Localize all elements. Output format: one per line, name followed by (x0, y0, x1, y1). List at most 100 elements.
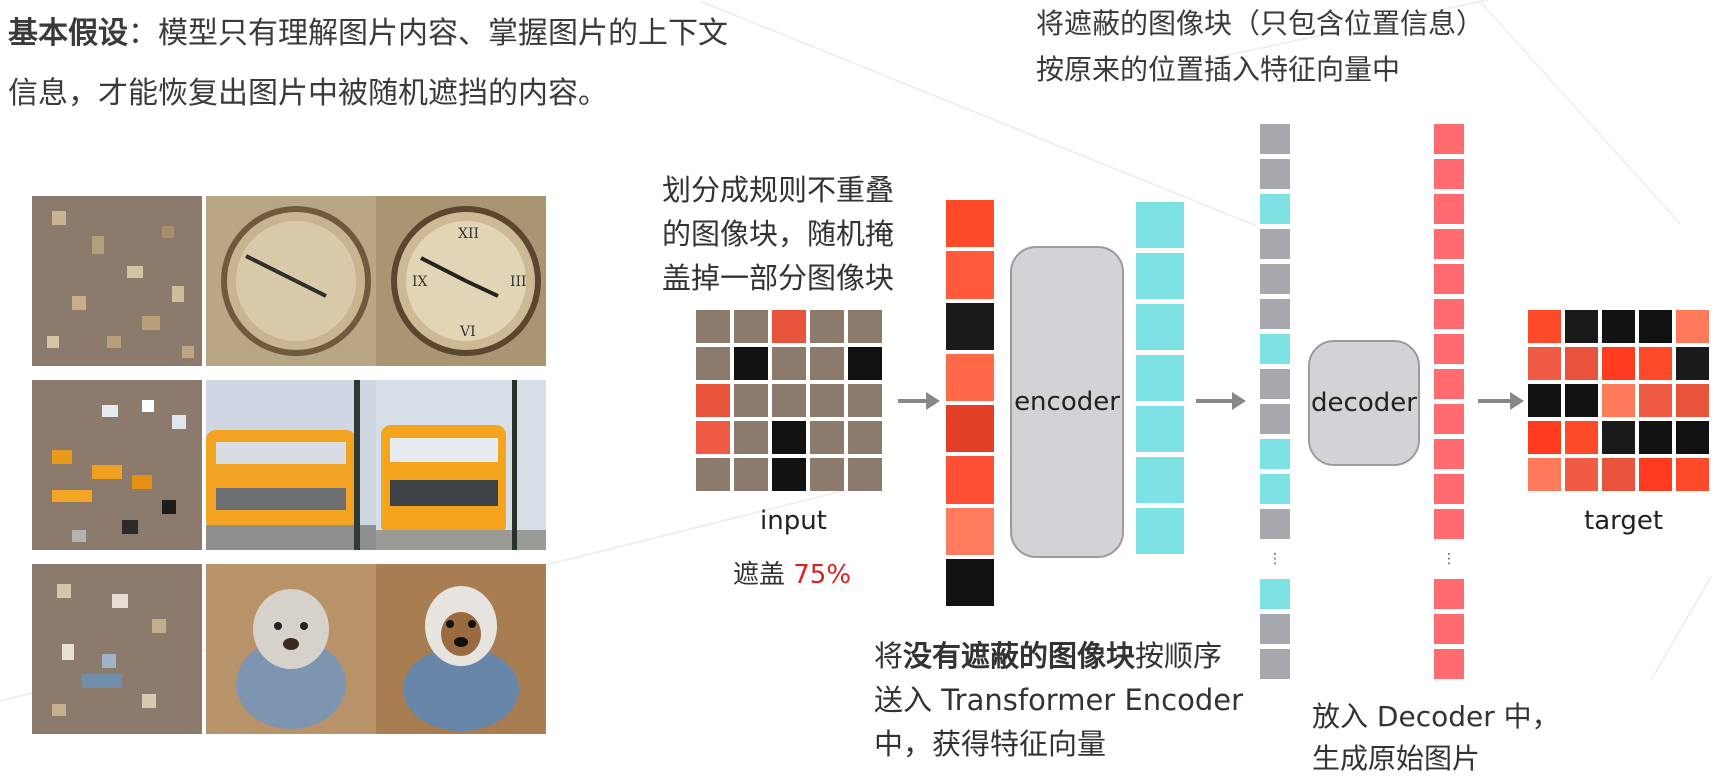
svg-text:VI: VI (459, 324, 476, 340)
mask-token (1260, 369, 1290, 399)
mask-ratio-label: 遮盖 75% (733, 554, 851, 591)
mask-token (1260, 124, 1290, 154)
split-note: 划分成规则不重叠 的图像块，随机掩 盖掉一部分图像块 (662, 168, 894, 300)
full-token-column: ⋮ (1260, 124, 1290, 684)
decoder-output-column: ⋮ (1434, 124, 1464, 684)
feature-token (1136, 457, 1184, 503)
encoded-token (1260, 579, 1290, 609)
target-patch (1528, 347, 1561, 380)
visible-patch (848, 347, 882, 380)
reconstructed-dog-drawing (236, 589, 346, 729)
visible-patch-strip (946, 200, 994, 606)
encoder-note-line-3: 中，获得特征向量 (874, 727, 1107, 761)
target-patch (1602, 458, 1635, 491)
visible-patch (772, 310, 806, 343)
visible-patch-tile (946, 456, 994, 504)
svg-text:IX: IX (412, 274, 428, 290)
target-patch-grid (1528, 310, 1709, 491)
decoded-token (1434, 229, 1464, 259)
arrow-to-target (1478, 392, 1524, 410)
target-patch (1528, 384, 1561, 417)
decoded-token (1434, 299, 1464, 329)
encoder-note-bold: 没有遮蔽的图像块 (903, 639, 1136, 673)
target-patch (1565, 384, 1598, 417)
visible-patch-tile (946, 405, 994, 453)
encoder-block: encoder (1010, 246, 1124, 558)
masked-patch (696, 310, 730, 343)
target-label: target (1584, 506, 1664, 536)
decoder-block: decoder (1308, 340, 1420, 466)
original-clock-drawing: XII III VI IX (391, 206, 541, 356)
masked-clock-image (32, 196, 202, 366)
split-note-line-2: 的图像块，随机掩 (662, 217, 895, 251)
masked-dog-image (32, 564, 202, 734)
decoded-token (1434, 194, 1464, 224)
decoder-note-line-2: 生成原始图片 (1312, 742, 1481, 775)
split-note-line-1: 划分成规则不重叠 (662, 173, 895, 207)
insert-note-line-1: 将遮蔽的图像块（只包含位置信息） (1036, 7, 1485, 40)
mask-ratio-prefix: 遮盖 (733, 560, 794, 590)
masked-patch (734, 384, 768, 417)
masked-dog-patches (52, 584, 166, 716)
feature-token (1136, 202, 1184, 248)
visible-patch-tile (946, 200, 994, 248)
feature-token (1136, 406, 1184, 452)
visible-patch-tile (946, 302, 994, 350)
masked-patch (810, 384, 844, 417)
original-dog-image (376, 564, 546, 734)
masked-patch (810, 310, 844, 343)
target-patch (1639, 384, 1672, 417)
masked-patch (810, 347, 844, 380)
visible-patch-tile (946, 507, 994, 555)
input-label: input (760, 506, 827, 536)
target-patch (1528, 421, 1561, 454)
arrow-to-patches (898, 392, 940, 410)
reconstructed-bus-image (206, 380, 376, 550)
visible-patch (772, 458, 806, 491)
masked-patch (848, 421, 882, 454)
target-patch (1602, 421, 1635, 454)
target-patch (1565, 347, 1598, 380)
mask-token (1260, 509, 1290, 539)
masked-patch (734, 310, 768, 343)
encoded-token (1260, 194, 1290, 224)
target-patch (1676, 310, 1709, 343)
target-patch (1676, 458, 1709, 491)
mask-token (1260, 614, 1290, 644)
target-patch (1528, 458, 1561, 491)
masked-patch (734, 421, 768, 454)
reconstructed-clock-drawing (221, 206, 371, 356)
visible-patch-tile (946, 353, 994, 401)
target-patch (1639, 347, 1672, 380)
visible-patch (696, 421, 730, 454)
masked-patch (772, 384, 806, 417)
masked-patch (696, 458, 730, 491)
visible-patch (772, 421, 806, 454)
decoded-token (1434, 614, 1464, 644)
encoder-note-post: 按顺序 (1135, 639, 1223, 673)
ellipsis-icon: ⋮ (1442, 551, 1456, 567)
split-note-line-3: 盖掉一部分图像块 (662, 261, 895, 295)
mask-token (1260, 404, 1290, 434)
svg-text:III: III (510, 274, 527, 290)
decoded-token (1434, 334, 1464, 364)
encoded-feature-column (1136, 202, 1184, 559)
ellipsis-icon: ⋮ (1268, 551, 1282, 567)
decoded-token (1434, 159, 1464, 189)
decoded-token (1434, 264, 1464, 294)
insert-note-line-2: 按原来的位置插入特征向量中 (1036, 53, 1401, 86)
masked-patch (772, 347, 806, 380)
decoded-token (1434, 474, 1464, 504)
target-patch (1639, 458, 1672, 491)
encoded-token (1260, 439, 1290, 469)
assumption-title: 基本假设 (8, 16, 128, 51)
decoder-note-line-1: 放入 Decoder 中， (1312, 700, 1560, 733)
decoder-note: 放入 Decoder 中， 生成原始图片 (1312, 696, 1560, 780)
mask-token (1260, 159, 1290, 189)
mask-token (1260, 299, 1290, 329)
decoded-token (1434, 649, 1464, 679)
target-patch (1676, 421, 1709, 454)
target-patch (1676, 347, 1709, 380)
mask-ratio-value: 75% (793, 560, 852, 590)
decoded-token (1434, 124, 1464, 154)
